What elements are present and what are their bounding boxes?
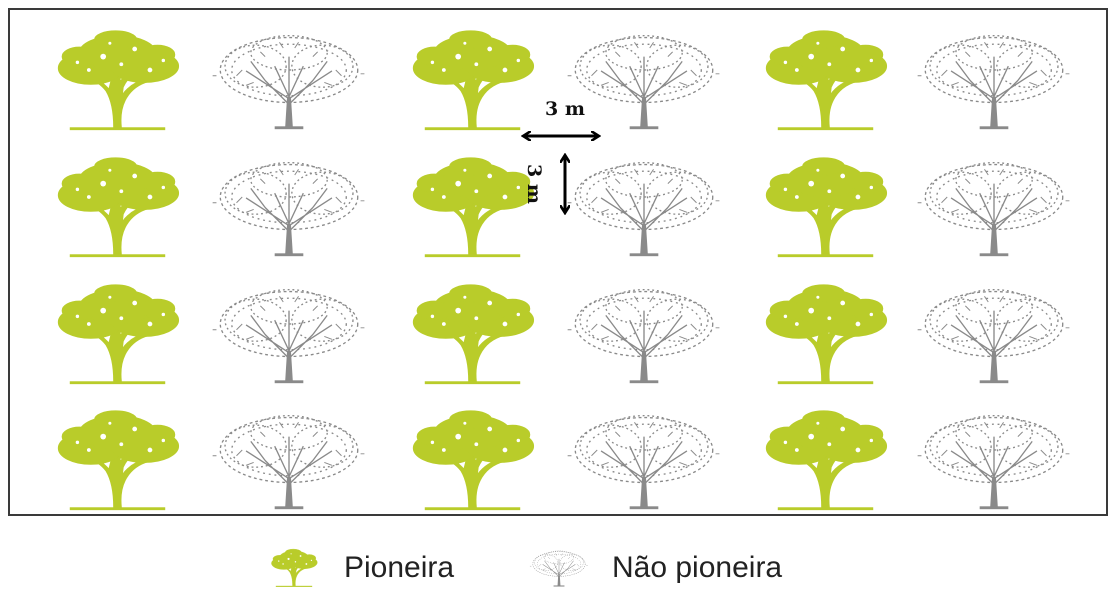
nao-pioneira-tree-icon	[211, 161, 366, 257]
green-tree-icon	[258, 548, 330, 588]
nao-pioneira-tree-icon	[566, 161, 721, 257]
pioneira-tree-icon	[412, 30, 535, 131]
vertical-spacing-label: 3 m	[523, 164, 545, 204]
vertical-spacing-indicator: 3 m	[523, 156, 565, 212]
pioneira-tree-icon	[765, 30, 888, 131]
nao-pioneira-tree-icon	[566, 34, 721, 130]
nao-pioneira-tree-icon	[916, 414, 1071, 510]
pioneira-tree-icon	[765, 157, 888, 258]
legend-label-nao-pioneira: Não pioneira	[612, 551, 783, 584]
nao-pioneira-tree-icon	[916, 288, 1071, 384]
nao-pioneira-tree-icon	[916, 34, 1071, 130]
nao-pioneira-tree-icon	[211, 288, 366, 384]
horizontal-spacing-indicator: 3 m	[524, 98, 598, 136]
pioneira-tree-icon	[57, 157, 180, 258]
nao-pioneira-tree-icon	[566, 414, 721, 510]
pioneira-tree-icon	[57, 30, 180, 131]
pioneira-tree-icon	[57, 410, 180, 511]
legend-label-pioneira: Pioneira	[344, 551, 455, 584]
pioneira-tree-icon	[765, 284, 888, 385]
pioneira-tree-icon	[412, 157, 535, 258]
horizontal-spacing-label: 3 m	[545, 98, 585, 120]
pioneira-tree-icon	[57, 284, 180, 385]
legend-item-nao-pioneira: Não pioneira	[520, 548, 782, 588]
pioneira-tree-icon	[765, 410, 888, 511]
legend-item-pioneira: Pioneira	[258, 548, 454, 588]
nao-pioneira-tree-icon	[566, 288, 721, 384]
nao-pioneira-tree-icon	[211, 34, 366, 130]
planting-layout-frame	[8, 8, 1108, 516]
nao-pioneira-tree-icon	[211, 414, 366, 510]
pioneira-tree-icon	[412, 410, 535, 511]
nao-pioneira-tree-icon	[916, 161, 1071, 257]
gray-tree-icon	[520, 548, 598, 588]
pioneira-tree-icon	[412, 284, 535, 385]
